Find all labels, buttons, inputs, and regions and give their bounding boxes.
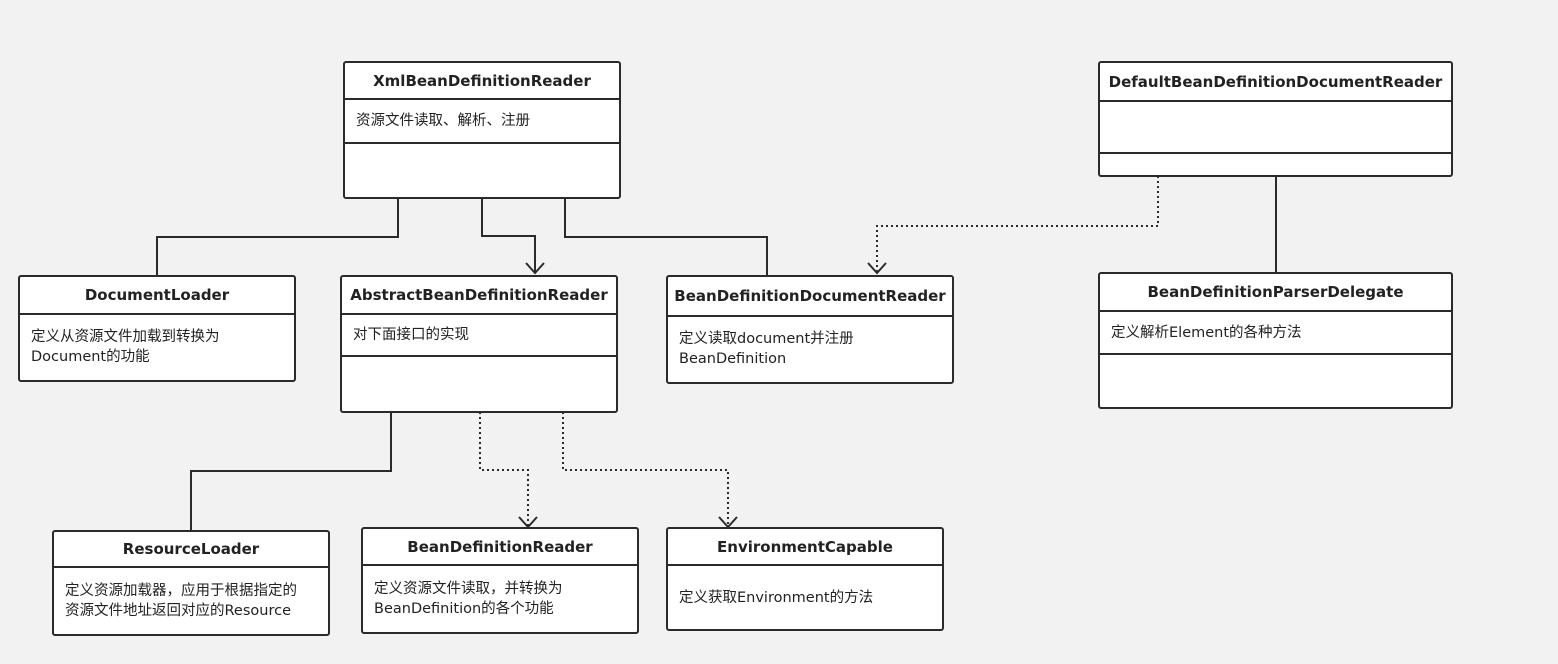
desc-text: 定义解析Element的各种方法 [1111, 324, 1302, 341]
edge-xml-to-documentloader [156, 198, 399, 277]
class-name: EnvironmentCapable [668, 529, 942, 566]
class-environment-capable[interactable]: EnvironmentCapable 定义获取Environment的方法 [666, 527, 944, 631]
class-name: ResourceLoader [54, 532, 328, 568]
class-bean-definition-document-reader[interactable]: BeanDefinitionDocumentReader 定义读取documen… [666, 275, 954, 384]
class-description: 资源文件读取、解析、注册 [345, 100, 619, 144]
class-resource-loader[interactable]: ResourceLoader 定义资源加载器，应用于根据指定的 资源文件地址返回… [52, 530, 330, 636]
class-description: 对下面接口的实现 [342, 315, 616, 357]
class-default-bean-definition-document-reader[interactable]: DefaultBeanDefinitionDocumentReader [1098, 61, 1453, 177]
desc-text: 定义获取Environment的方法 [679, 589, 874, 606]
class-bean-definition-parser-delegate[interactable]: BeanDefinitionParserDelegate 定义解析Element… [1098, 272, 1453, 409]
edge-abstract-to-envcapable [562, 412, 729, 527]
class-description: 定义获取Environment的方法 [668, 566, 942, 629]
class-description: 定义从资源文件加载到转换为 Document的功能 [20, 315, 294, 379]
class-name: XmlBeanDefinitionReader [345, 63, 619, 100]
class-description: 定义资源加载器，应用于根据指定的 资源文件地址返回对应的Resource [54, 568, 328, 634]
class-description: 定义解析Element的各种方法 [1100, 312, 1451, 355]
class-document-loader[interactable]: DocumentLoader 定义从资源文件加载到转换为 Document的功能 [18, 275, 296, 382]
class-name: DocumentLoader [20, 277, 294, 315]
class-description: 定义读取document并注册 BeanDefinition [668, 317, 952, 381]
edge-abstract-to-bdreader [479, 412, 529, 527]
class-description: 定义资源文件读取，并转换为 BeanDefinition的各个功能 [363, 566, 637, 632]
class-description [1100, 102, 1451, 154]
desc-text: 资源文件读取、解析、注册 [356, 113, 530, 129]
edge-abstract-to-resourceloader [190, 412, 392, 531]
desc-text: 定义从资源文件加载到转换为 Document的功能 [31, 329, 220, 365]
class-bean-definition-reader[interactable]: BeanDefinitionReader 定义资源文件读取，并转换为 BeanD… [361, 527, 639, 634]
edge-default-to-docreader [876, 176, 1159, 273]
desc-text: 定义读取document并注册 BeanDefinition [679, 331, 854, 367]
class-name: DefaultBeanDefinitionDocumentReader [1100, 63, 1451, 102]
edge-xml-to-abstract [481, 198, 536, 273]
desc-text: 定义资源文件读取，并转换为 BeanDefinition的各个功能 [374, 581, 563, 617]
arrowhead-docreader [867, 262, 887, 275]
class-xml-bean-definition-reader[interactable]: XmlBeanDefinitionReader 资源文件读取、解析、注册 [343, 61, 621, 199]
desc-text: 对下面接口的实现 [353, 327, 469, 343]
edge-xml-to-docreader [564, 198, 768, 277]
arrowhead-abstract [525, 262, 545, 275]
desc-text: 定义资源加载器，应用于根据指定的 资源文件地址返回对应的Resource [65, 583, 297, 619]
class-name: BeanDefinitionReader [363, 529, 637, 566]
class-name: BeanDefinitionDocumentReader [668, 277, 952, 317]
class-abstract-bean-definition-reader[interactable]: AbstractBeanDefinitionReader 对下面接口的实现 [340, 275, 618, 413]
class-name: AbstractBeanDefinitionReader [342, 277, 616, 315]
class-name: BeanDefinitionParserDelegate [1100, 274, 1451, 312]
